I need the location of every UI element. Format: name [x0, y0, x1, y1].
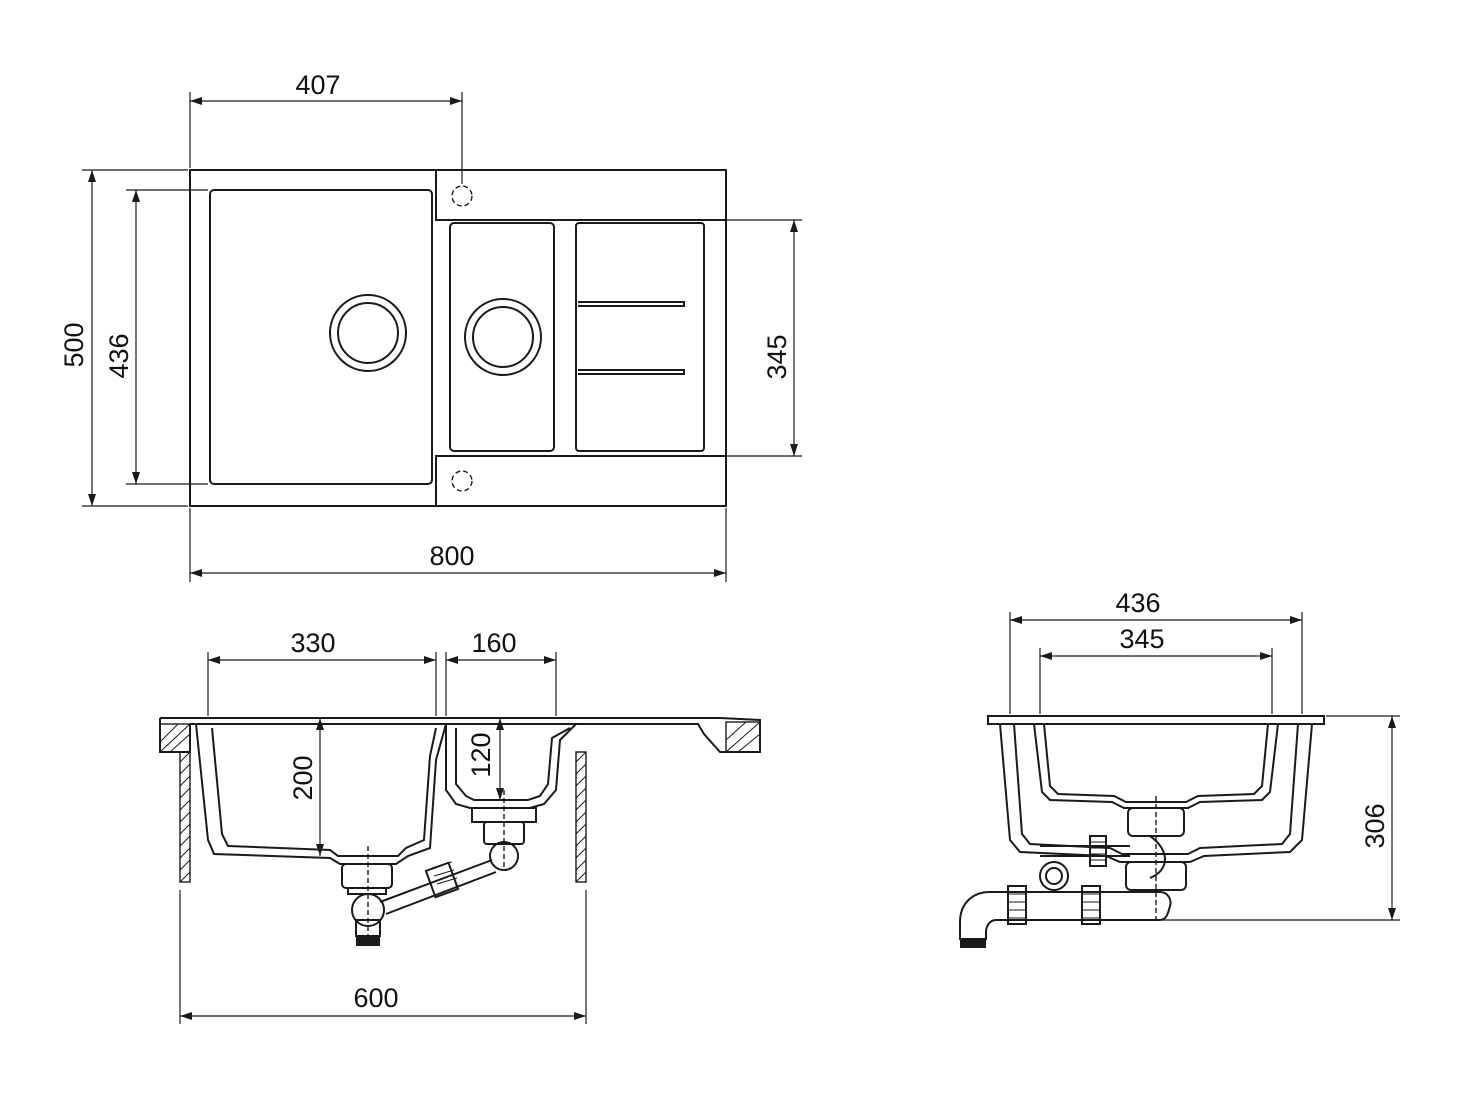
- dim-label-436: 436: [104, 333, 134, 378]
- side-drain-link: [1149, 835, 1166, 879]
- dim-label-407: 407: [295, 70, 340, 100]
- side-waste-pipe-end: [1159, 891, 1172, 921]
- small-bowl-bottom-edge: [435, 455, 726, 506]
- large-bowl-outer-wall: [195, 723, 447, 865]
- drainer-rib-2: [578, 369, 685, 375]
- side-waste-coupling-left: [1007, 885, 1027, 925]
- small-bowl: [449, 222, 555, 452]
- connector-pipe-lower: [385, 871, 497, 915]
- dim-label-345-top: 345: [762, 334, 792, 379]
- coupling-ridge: [431, 861, 453, 869]
- large-drain-outer: [329, 294, 407, 372]
- coupling-ridge: [436, 877, 458, 885]
- cabinet-wall-left: [179, 751, 191, 883]
- countertop-right-block: [725, 721, 761, 753]
- drainer-rib-1: [578, 301, 685, 307]
- large-bowl-inner-wall: [211, 727, 437, 857]
- side-rim: [987, 715, 1325, 725]
- dim-label-500: 500: [59, 322, 89, 367]
- dim-label-200: 200: [288, 755, 318, 800]
- side-lower-drain: [1125, 861, 1187, 891]
- side-elbow-outer: [959, 891, 1008, 940]
- connector-pipe-upper: [379, 859, 493, 903]
- dim-label-800: 800: [429, 541, 474, 571]
- tap-hole-bottom: [451, 470, 473, 492]
- hatch-line: [737, 733, 761, 753]
- large-trap-thread: [356, 936, 380, 946]
- dim-label-120: 120: [466, 732, 496, 777]
- side-waste-coupling-right: [1081, 885, 1101, 925]
- large-drain-inner: [337, 302, 399, 364]
- countertop-left-block: [159, 723, 191, 753]
- small-bowl-inner-wall: [455, 727, 571, 801]
- side-small-bowl-inner: [1043, 723, 1269, 803]
- hatch-line: [159, 723, 179, 743]
- front-view: 330 160 200 120 600: [159, 628, 761, 1024]
- side-trap-bend-outer: [1039, 861, 1069, 891]
- drainer-area: [575, 222, 705, 452]
- dim-label-436-side: 436: [1115, 588, 1160, 618]
- small-drain-outer: [464, 298, 542, 376]
- dim-label-345-side: 345: [1119, 624, 1164, 654]
- large-bowl: [209, 189, 433, 485]
- dim-label-330: 330: [290, 628, 335, 658]
- hatch-line: [725, 721, 761, 753]
- side-view: 436 345 306: [959, 588, 1400, 948]
- side-elbow-inner: [985, 919, 1008, 940]
- dim-label-306: 306: [1360, 803, 1390, 848]
- tap-hole-top: [451, 185, 473, 207]
- side-overflow-coupling: [1089, 835, 1107, 867]
- small-bowl-top-edge: [435, 170, 726, 221]
- side-waste-coupling-ridges: [1008, 893, 1100, 919]
- coupling-ridge: [433, 869, 455, 877]
- dim-label-160: 160: [471, 628, 516, 658]
- hatch-line: [725, 721, 747, 741]
- dim-label-600: 600: [353, 983, 398, 1013]
- cabinet-wall-right-hatch: [575, 751, 587, 883]
- small-drain-inner: [472, 306, 534, 368]
- cabinet-wall-left-hatch: [179, 751, 191, 883]
- side-trap-bend-inner: [1045, 867, 1063, 885]
- large-drain-body: [341, 863, 393, 889]
- hatch-line: [169, 733, 191, 753]
- hatch-line: [159, 723, 191, 753]
- side-elbow-thread: [960, 938, 986, 948]
- cabinet-wall-right: [575, 751, 587, 883]
- sink-outline: [189, 169, 727, 507]
- front-rim: [160, 717, 761, 753]
- top-view: 407 800 500 436 345: [59, 70, 802, 582]
- side-bowl-inner-wall: [1013, 723, 1299, 855]
- side-overflow-coupling-ridges: [1090, 841, 1106, 861]
